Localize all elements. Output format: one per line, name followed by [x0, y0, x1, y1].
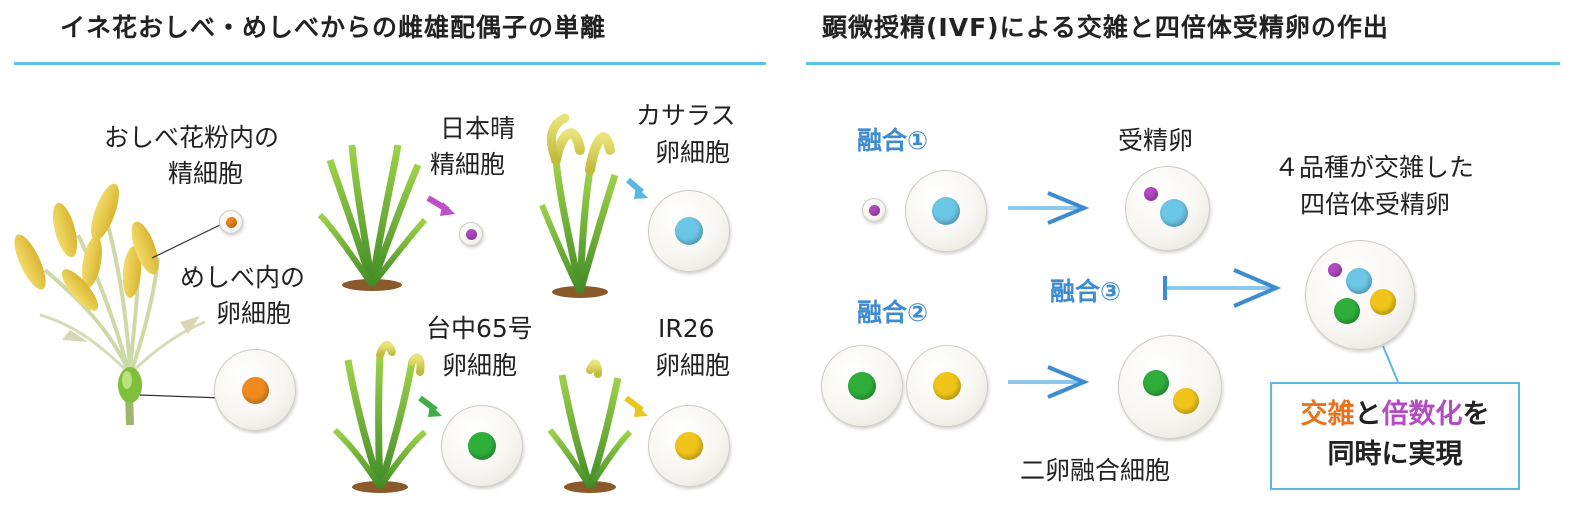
sperm-nucleus-purple	[1328, 263, 1342, 277]
fusion2-label: 融合②	[857, 298, 929, 327]
fusion1-label: 融合①	[857, 126, 929, 155]
taichung-label-line2: 卵細胞	[442, 351, 518, 380]
egg-nucleus-green	[848, 372, 876, 400]
zygote-label: 受精卵	[1118, 126, 1194, 155]
ivf-sperm-cell	[862, 198, 886, 222]
tetraploid-label-line2: 四倍体受精卵	[1300, 190, 1451, 219]
egg-nucleus-blue	[932, 197, 960, 225]
sperm-nucleus-purple	[466, 229, 477, 240]
fusion3-label: 融合③	[1050, 277, 1122, 306]
tetraploid-label-line1: ４品種が交雑した	[1274, 153, 1475, 182]
result-polyploidization: 倍数化	[1381, 399, 1463, 430]
pollen-label-line1: おしべ花粉内の	[104, 123, 280, 152]
tetraploid-zygote-cell	[1305, 240, 1415, 350]
kasalath-label-line1: カサラス	[636, 101, 736, 130]
pistil-label-line2: 卵細胞	[216, 299, 292, 328]
result-connector-line	[1382, 345, 1399, 383]
right-title-rule	[806, 62, 1560, 65]
kasalath-egg-cell	[648, 190, 730, 272]
egg-nucleus-yellow	[933, 372, 961, 400]
ivf-yellow-egg-cell	[906, 345, 988, 427]
egg-nucleus-yellow	[1173, 388, 1199, 414]
zygote-cell	[1125, 166, 1210, 251]
ir26-label-line1: IR26	[658, 314, 715, 343]
ivf-green-egg-cell	[821, 345, 903, 427]
sperm-nucleus-orange	[226, 217, 237, 228]
egg-nucleus-green	[468, 432, 496, 460]
egg-nucleus-yellow	[675, 432, 703, 460]
nipponbare-label-line1: 日本晴	[440, 114, 516, 143]
pistil-egg-cell	[214, 349, 296, 431]
fusion1-arrow	[1008, 191, 1090, 225]
ir26-egg-cell	[648, 405, 730, 487]
taichung65-plant-illustration	[332, 341, 427, 493]
egg-nucleus-orange	[242, 377, 269, 404]
nipponbare-plant-illustration	[317, 144, 428, 291]
kasalath-label-line2: 卵細胞	[655, 138, 731, 167]
ir26-label-line2: 卵細胞	[655, 351, 731, 380]
rice-flower-illustration	[14, 183, 223, 426]
taichung-label-line1: 台中65号	[426, 314, 533, 343]
nipponbare-label-line2: 精細胞	[430, 150, 506, 179]
pistil-label-line1: めしべ内の	[180, 263, 306, 292]
sperm-nucleus-purple	[1144, 187, 1158, 201]
taichung-egg-cell	[441, 405, 523, 487]
result-object-particle: を	[1462, 399, 1490, 430]
sperm-nucleus-purple	[869, 205, 880, 216]
two-egg-fusion-label: 二卵融合細胞	[1020, 456, 1171, 485]
egg-nucleus-blue	[675, 217, 703, 245]
result-and: と	[1354, 399, 1382, 430]
two-egg-fusion-cell	[1118, 335, 1222, 439]
egg-nucleus-blue	[1346, 268, 1372, 294]
kasalath-plant-illustration	[539, 113, 619, 298]
result-hybridization: 交雑	[1300, 399, 1355, 430]
egg-nucleus-green	[1334, 298, 1360, 324]
nipponbare-sperm-cell	[459, 222, 483, 246]
left-title-rule	[14, 62, 766, 65]
fusion2-arrow	[1008, 365, 1090, 399]
pollen-sperm-cell	[219, 210, 243, 234]
egg-nucleus-blue	[1160, 199, 1188, 227]
pollen-label-line2: 精細胞	[168, 159, 244, 188]
result-line1: 交雑と倍数化を	[1272, 395, 1518, 435]
ivf-egg-cell	[905, 170, 987, 252]
result-line2: 同時に実現	[1327, 439, 1463, 470]
ir26-plant-illustration	[547, 359, 633, 493]
fusion3-arrow	[1163, 268, 1282, 308]
left-section-title: イネ花おしべ・めしべからの雌雄配偶子の単離	[60, 13, 607, 42]
egg-nucleus-yellow	[1370, 289, 1396, 315]
result-summary-box: 交雑と倍数化を 同時に実現	[1270, 382, 1520, 490]
egg-nucleus-green	[1143, 370, 1169, 396]
right-section-title: 顕微授精(IVF)による交雑と四倍体受精卵の作出	[822, 13, 1389, 42]
